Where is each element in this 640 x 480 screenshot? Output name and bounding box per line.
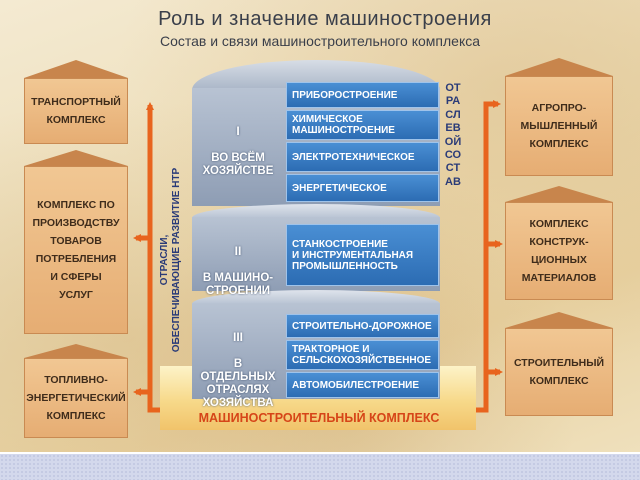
group-3-numeral: III <box>232 330 243 344</box>
base-label: МАШИНОСТРОИТЕЛЬНЫЙ КОМПЛЕКС <box>198 411 440 425</box>
group-2-heading: II В МАШИНО- СТРОЕНИИ <box>196 232 280 298</box>
branch-chemical-engineering: ХИМИЧЕСКОЕ МАШИНОСТРОЕНИЕ <box>286 110 439 140</box>
branch-machine-tool: СТАНКОСТРОЕНИЕ И ИНСТРУМЕНТАЛЬНАЯ ПРОМЫШ… <box>286 224 439 286</box>
group-3-heading: III В ОТДЕЛЬНЫХ ОТРАСЛЯХ ХОЗЯЙСТВА <box>196 318 280 410</box>
branch-automotive: АВТОМОБИЛЕСТРОЕНИЕ <box>286 372 439 398</box>
group-2-numeral: II <box>234 244 242 258</box>
left-box-1-roof <box>24 60 128 78</box>
group-3-label: В ОТДЕЛЬНЫХ ОТРАСЛЯХ ХОЗЯЙСТВА <box>200 358 276 409</box>
connection-arrows <box>133 100 503 413</box>
right-box-1-roof <box>505 58 613 76</box>
box-fuel-energy-complex: ТОПЛИВНО- ЭНЕРГЕТИЧЕСКИЙ КОМПЛЕКС <box>24 358 128 438</box>
left-box-3-roof <box>24 344 128 358</box>
left-box-2-roof <box>24 150 128 166</box>
box-construction-materials-complex: КОМПЛЕКС КОНСТРУК- ЦИОННЫХ МАТЕРИАЛОВ <box>505 202 613 300</box>
vertical-left-label-wrap: ОТРАСЛИ, ОБЕСПЕЧИВАЮЩИЕ РАЗВИТИЕ НТР <box>156 130 186 390</box>
branch-road-construction: СТРОИТЕЛЬНО-ДОРОЖНОЕ <box>286 314 439 338</box>
bottom-bar <box>0 452 640 480</box>
group-2-dome <box>192 204 440 218</box>
box-consumer-goods-complex: КОМПЛЕКС ПО ПРОИЗВОДСТВУ ТОВАРОВ ПОТРЕБЛ… <box>24 166 128 334</box>
right-box-2-roof <box>505 186 613 202</box>
box-transport-complex: ТРАНСПОРТНЫЙ КОМПЛЕКС <box>24 78 128 144</box>
group-1-label: ВО ВСЁМ ХОЗЯЙСТВЕ <box>202 152 274 177</box>
right-trunk-arrow <box>476 100 501 413</box>
branch-instrument-making: ПРИБОРОСТРОЕНИЕ <box>286 82 439 108</box>
group-3-dome <box>192 290 440 304</box>
right-box-3-roof <box>505 312 613 328</box>
group-2-label: В МАШИНО- СТРОЕНИИ <box>202 272 274 297</box>
vertical-left-label: ОТРАСЛИ, ОБЕСПЕЧИВАЮЩИЕ РАЗВИТИЕ НТР <box>159 167 182 353</box>
page-subtitle: Состав и связи машиностроительного компл… <box>159 33 481 49</box>
branch-electrotechnical: ЭЛЕКТРОТЕХНИЧЕСКОЕ <box>286 142 439 172</box>
group-1-heading: I ВО ВСЁМ ХОЗЯЙСТВЕ <box>196 112 280 178</box>
group-1-numeral: I <box>236 124 240 138</box>
page-title: Роль и значение машиностроения <box>158 8 492 30</box>
box-construction-complex: СТРОИТЕЛЬНЫЙ КОМПЛЕКС <box>505 328 613 416</box>
branch-energy: ЭНЕРГЕТИЧЕСКОЕ <box>286 174 439 202</box>
left-trunk-arrow <box>146 102 160 413</box>
branch-tractor-agricultural: ТРАКТОРНОЕ И СЕЛЬСКОХОЗЯЙСТВЕННОЕ <box>286 340 439 370</box>
box-agro-industrial-complex: АГРОПРО- МЫШЛЕННЫЙ КОМПЛЕКС <box>505 76 613 176</box>
vertical-right-label: ОТРАСЛЕВОЙ СОСТАВ <box>444 82 462 188</box>
